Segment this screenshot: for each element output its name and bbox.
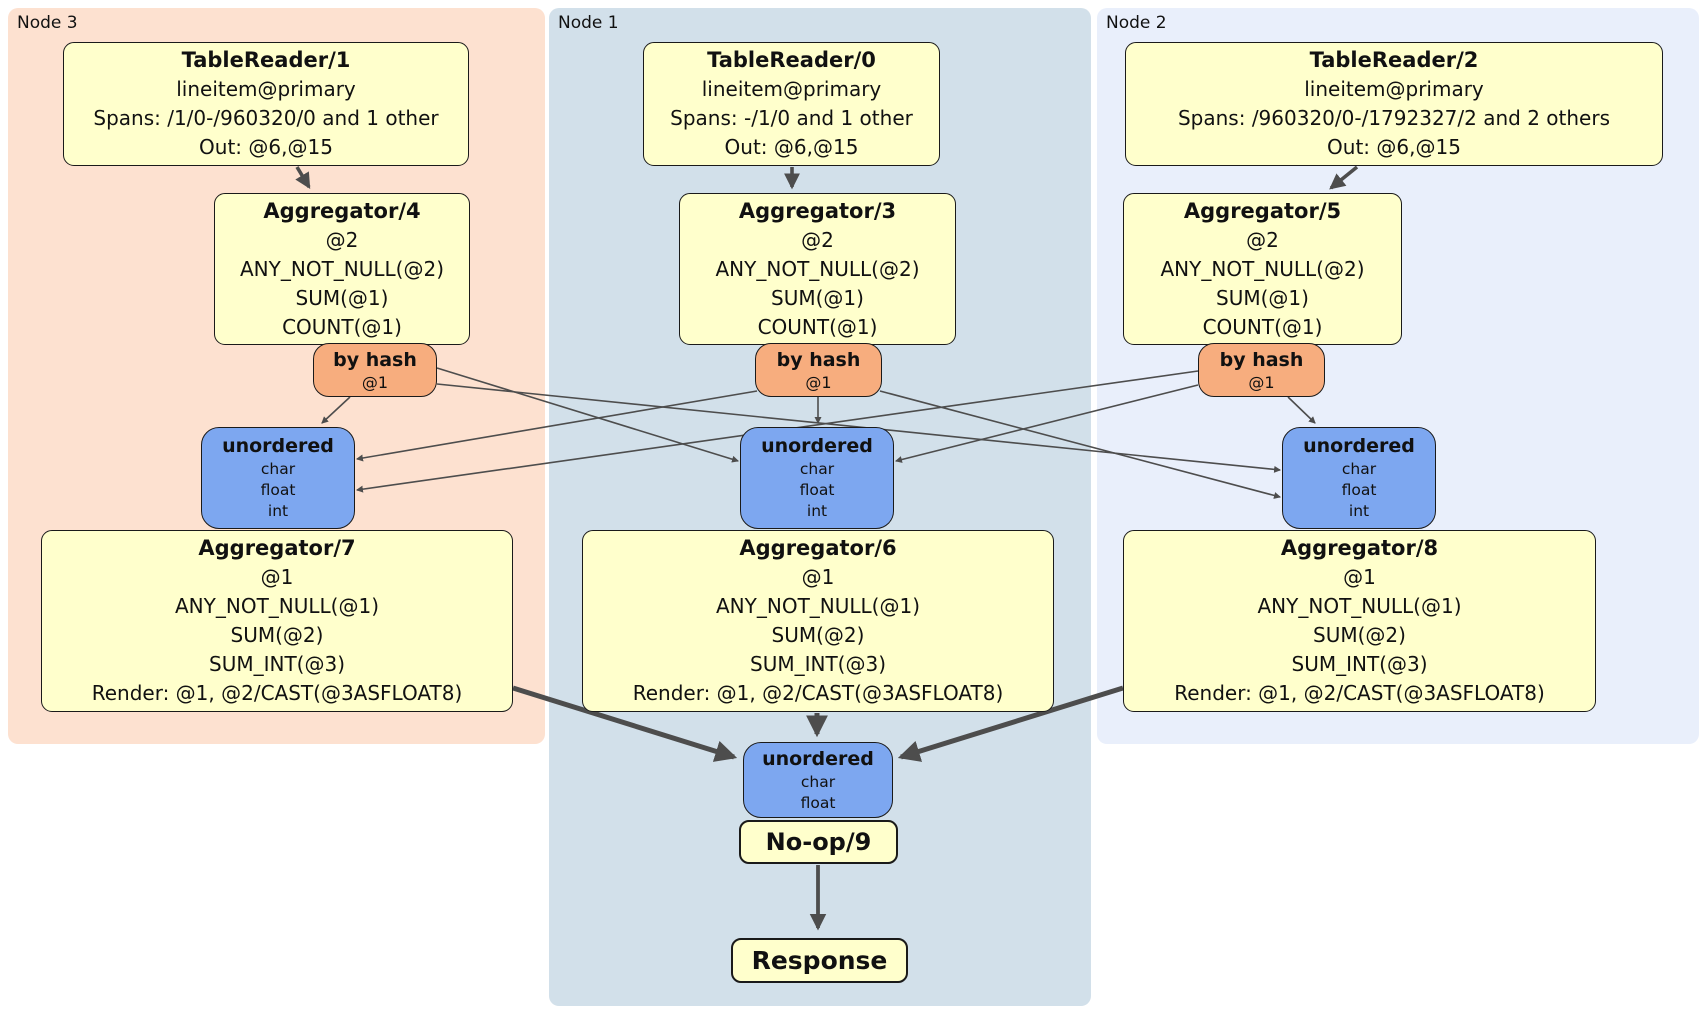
reader-to-aggregator-arrows	[295, 165, 1359, 190]
box-title: Aggregator/4	[263, 198, 421, 223]
unordered-sync-node2: unordered char float int	[1282, 427, 1436, 529]
tablereader-0-box: TableReader/0 lineitem@primary Spans: -/…	[643, 42, 940, 166]
sync-line: int	[806, 502, 828, 520]
box-line: ANY_NOT_NULL(@1)	[1257, 594, 1462, 618]
unordered-sync-node1: unordered char float int	[740, 427, 894, 529]
sync-title: unordered	[761, 435, 873, 457]
box-line: @1	[260, 565, 294, 589]
box-title: TableReader/2	[1309, 48, 1479, 72]
aggregator-8-box: Aggregator/8 @1 ANY_NOT_NULL(@1) SUM(@2)…	[1123, 530, 1596, 712]
box-line: ANY_NOT_NULL(@1)	[175, 594, 379, 618]
box-line: SUM(@2)	[1313, 623, 1406, 647]
box-line: lineitem@primary	[701, 77, 882, 101]
box-line: COUNT(@1)	[1202, 314, 1323, 339]
box-line: Out: @6,@15	[199, 135, 333, 159]
box-line: Render: @1, @2/CAST(@3ASFLOAT8)	[1174, 681, 1545, 705]
router-title: by hash	[333, 348, 417, 371]
box-title: Aggregator/5	[1183, 198, 1342, 223]
box-line: SUM(@1)	[1216, 285, 1309, 310]
aggregator-to-final-sync-arrows	[512, 685, 1124, 762]
box-line: COUNT(@1)	[757, 314, 878, 339]
sync-line: char	[1341, 460, 1377, 478]
sync-title: unordered	[762, 747, 874, 770]
box-title: Aggregator/6	[739, 536, 897, 560]
sync-line: float	[799, 481, 835, 499]
box-line: Spans: -/1/0 and 1 other	[670, 106, 913, 130]
box-line: SUM(@2)	[230, 623, 324, 647]
sync-line: char	[800, 772, 836, 791]
sync-line: float	[260, 481, 296, 499]
box-line: lineitem@primary	[1304, 77, 1484, 101]
hash-router-node3: by hash @1	[313, 343, 437, 397]
box-line: ANY_NOT_NULL(@2)	[1160, 256, 1365, 281]
unordered-sync-node3: unordered char float int	[201, 427, 355, 529]
box-line: Render: @1, @2/CAST(@3ASFLOAT8)	[91, 681, 463, 705]
box-line: Render: @1, @2/CAST(@3ASFLOAT8)	[632, 681, 1004, 705]
box-line: Out: @6,@15	[1327, 135, 1461, 159]
box-line: lineitem@primary	[176, 77, 356, 101]
aggregator-7-box: Aggregator/7 @1 ANY_NOT_NULL(@1) SUM(@2)…	[41, 530, 513, 712]
box-title: Aggregator/7	[198, 536, 356, 560]
router-title: by hash	[776, 348, 861, 371]
noop-label: No-op/9	[765, 828, 872, 856]
box-title: TableReader/1	[181, 48, 351, 72]
box-line: @2	[801, 227, 834, 252]
box-line: ANY_NOT_NULL(@2)	[240, 256, 444, 281]
aggregator-4-box: Aggregator/4 @2 ANY_NOT_NULL(@2) SUM(@1)…	[214, 193, 470, 345]
tablereader-2-box: TableReader/2 lineitem@primary Spans: /9…	[1125, 42, 1663, 166]
sync-line: float	[800, 793, 836, 812]
response-box: Response	[731, 938, 908, 983]
router-title: by hash	[1219, 348, 1304, 371]
box-line: @1	[801, 565, 835, 589]
noop-box: No-op/9	[739, 820, 898, 864]
aggregator-6-box: Aggregator/6 @1 ANY_NOT_NULL(@1) SUM(@2)…	[582, 530, 1054, 712]
sync-line: char	[260, 460, 296, 478]
box-line: SUM(@1)	[295, 285, 389, 310]
response-label: Response	[751, 946, 888, 975]
box-line: SUM(@2)	[771, 623, 865, 647]
box-line: @2	[1246, 227, 1279, 252]
box-line: Spans: /960320/0-/1792327/2 and 2 others	[1177, 106, 1610, 130]
box-line: SUM_INT(@3)	[209, 652, 345, 676]
box-line: @2	[325, 227, 359, 252]
hash-router-node1: by hash @1	[755, 343, 882, 397]
aggregator-3-box: Aggregator/3 @2 ANY_NOT_NULL(@2) SUM(@1)…	[679, 193, 956, 345]
tablereader-1-box: TableReader/1 lineitem@primary Spans: /1…	[63, 42, 469, 166]
box-line: Out: @6,@15	[724, 135, 859, 159]
box-line: ANY_NOT_NULL(@2)	[715, 256, 920, 281]
box-title: TableReader/0	[707, 48, 876, 72]
aggregator-5-box: Aggregator/5 @2 ANY_NOT_NULL(@2) SUM(@1)…	[1123, 193, 1402, 345]
box-title: Aggregator/8	[1280, 536, 1439, 560]
router-line: @1	[361, 372, 389, 392]
node1-label: Node 1	[558, 13, 619, 33]
box-title: Aggregator/3	[738, 198, 897, 223]
node2-label: Node 2	[1106, 13, 1167, 33]
hash-router-node2: by hash @1	[1198, 343, 1325, 397]
sync-title: unordered	[1303, 435, 1415, 457]
box-line: SUM(@1)	[771, 285, 864, 310]
sync-line: char	[799, 460, 835, 478]
sync-title: unordered	[222, 435, 334, 457]
sync-line: int	[1348, 502, 1370, 520]
unordered-sync-final: unordered char float	[743, 742, 893, 818]
router-line: @1	[805, 372, 832, 392]
box-line: ANY_NOT_NULL(@1)	[716, 594, 920, 618]
box-line: COUNT(@1)	[282, 314, 402, 339]
box-line: SUM_INT(@3)	[1291, 652, 1428, 676]
sync-line: float	[1341, 481, 1377, 499]
box-line: Spans: /1/0-/960320/0 and 1 other	[93, 106, 439, 130]
sync-line: int	[267, 502, 289, 520]
box-line: @1	[1343, 565, 1376, 589]
router-line: @1	[1248, 372, 1275, 392]
box-line: SUM_INT(@3)	[750, 652, 886, 676]
node3-label: Node 3	[17, 13, 78, 33]
